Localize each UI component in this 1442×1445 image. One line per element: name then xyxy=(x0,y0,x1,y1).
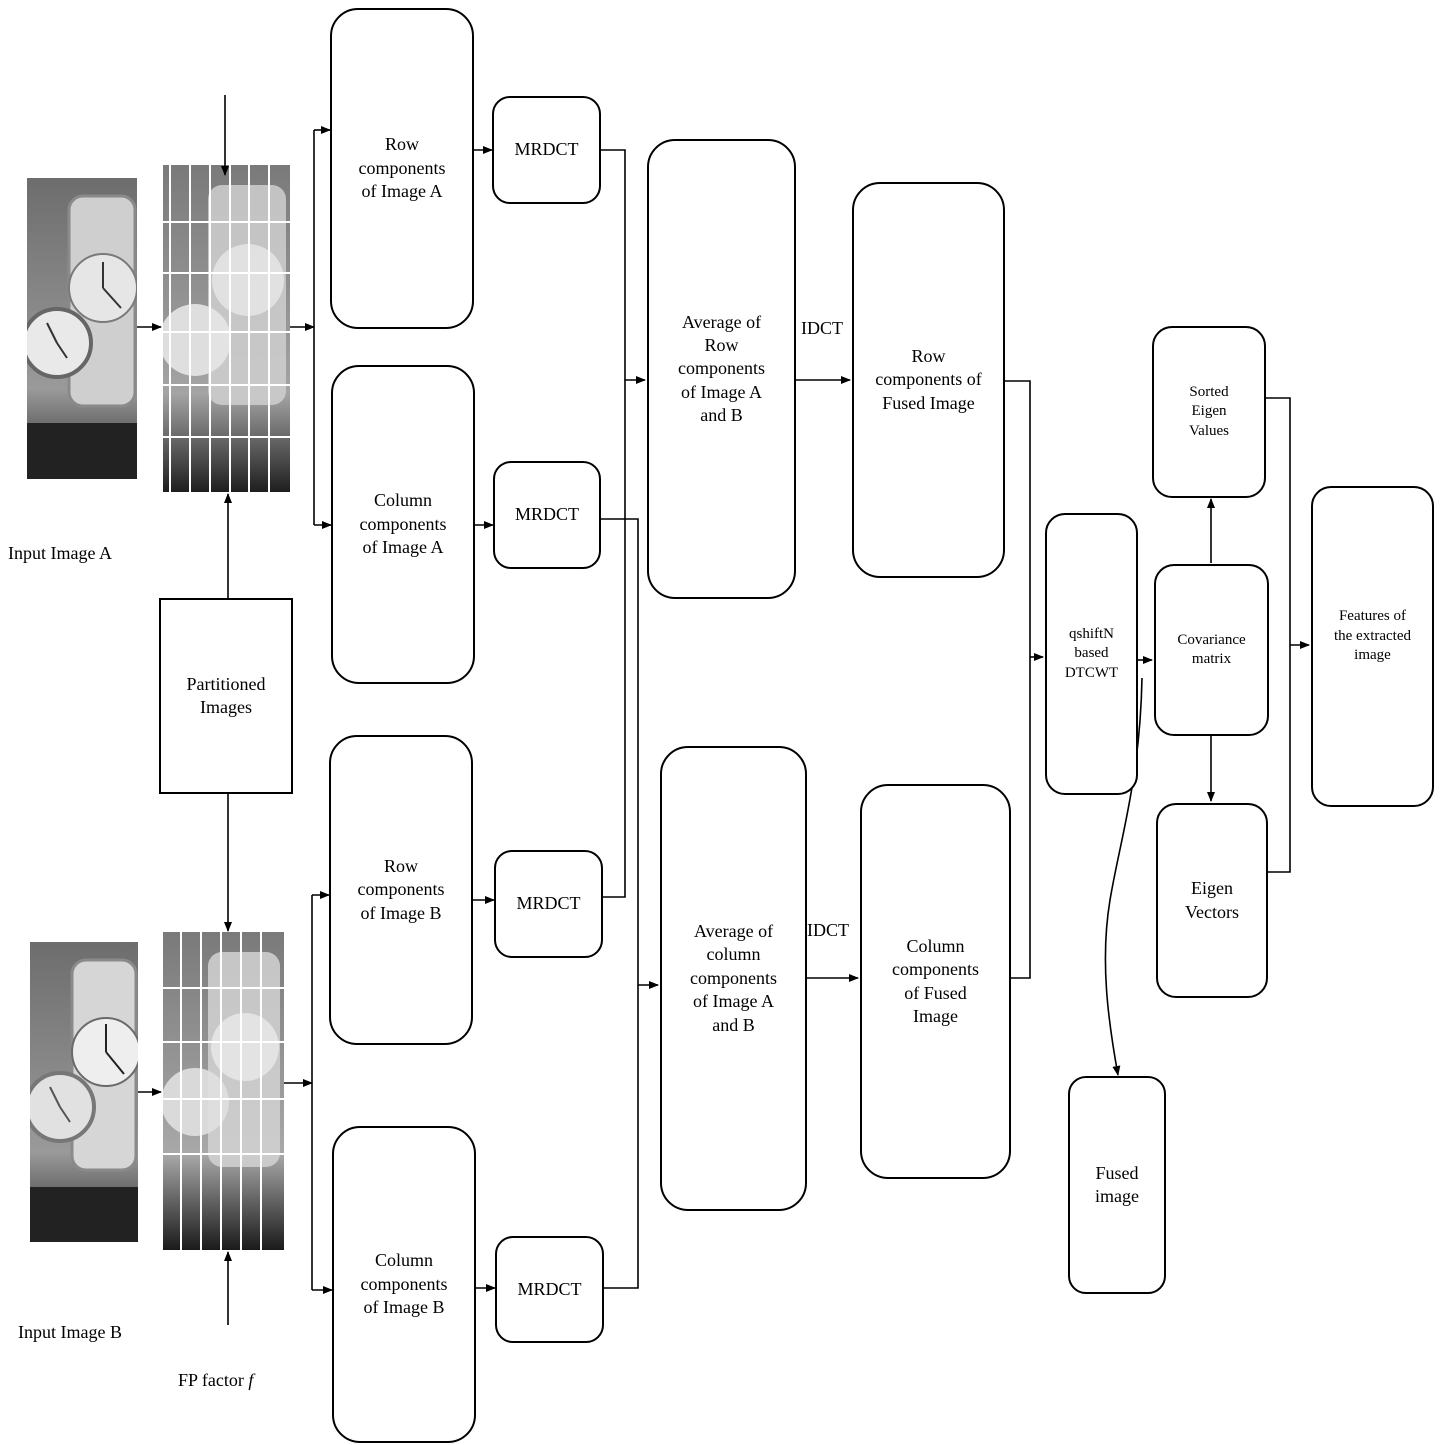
column-components-a-box: Column components of Image A xyxy=(331,365,475,684)
input-image-b xyxy=(30,942,138,1242)
eigen-vectors-box: Eigen Vectors xyxy=(1156,803,1268,998)
row-fused-label: Row components of Fused Image xyxy=(875,345,982,413)
partitioned-image-b xyxy=(163,932,284,1250)
row-fused-box: Row components of Fused Image xyxy=(852,182,1005,578)
partitioned-image-a xyxy=(163,165,290,492)
average-column-box: Average of column components of Image A … xyxy=(660,746,807,1211)
covariance-label: Covariance matrix xyxy=(1177,631,1246,668)
features-box: Features of the extracted image xyxy=(1311,486,1434,807)
mrdct-box-1: MRDCT xyxy=(492,96,601,204)
sorted-eigen-box: Sorted Eigen Values xyxy=(1152,326,1266,498)
average-column-label: Average of column components of Image A … xyxy=(690,921,777,1035)
dtcwt-label: qshiftN based DTCWT xyxy=(1064,625,1119,681)
row-components-a-box: Row components of Image A xyxy=(330,8,474,329)
fp-factor-label: FP factor f xyxy=(178,1370,253,1391)
input-image-b-label: Input Image B xyxy=(18,1322,122,1342)
idct-label-bottom: IDCT xyxy=(807,920,849,940)
fused-image-label: Fused image xyxy=(1095,1162,1139,1206)
mrdct-box-4: MRDCT xyxy=(495,1236,604,1343)
mrdct-label: MRDCT xyxy=(517,1278,582,1299)
eigen-vectors-label: Eigen Vectors xyxy=(1185,878,1239,922)
row-components-a-label: Row components of Image A xyxy=(358,134,446,202)
partitioned-images-box: Partitioned Images xyxy=(159,598,293,794)
fp-factor-variable: f xyxy=(248,1370,254,1390)
input-image-a-label: Input Image A xyxy=(8,543,112,563)
mrdct-box-3: MRDCT xyxy=(494,850,603,958)
column-components-a-label: Column components of Image A xyxy=(359,490,447,558)
covariance-box: Covariance matrix xyxy=(1154,564,1269,736)
features-label: Features of the extracted image xyxy=(1333,608,1412,664)
mrdct-label: MRDCT xyxy=(514,504,579,525)
partitioned-images-label: Partitioned Images xyxy=(186,673,266,717)
input-image-a xyxy=(27,178,137,479)
mrdct-label: MRDCT xyxy=(514,139,579,160)
mrdct-label: MRDCT xyxy=(516,893,581,914)
sorted-eigen-label: Sorted Eigen Values xyxy=(1189,383,1229,439)
dtcwt-box: qshiftN based DTCWT xyxy=(1045,513,1138,795)
fp-factor-text: FP factor xyxy=(178,1370,249,1390)
average-row-box: Average of Row components of Image A and… xyxy=(647,139,796,599)
column-components-b-box: Column components of Image B xyxy=(332,1126,476,1443)
mrdct-box-2: MRDCT xyxy=(493,461,601,569)
row-components-b-label: Row components of Image B xyxy=(357,855,445,923)
idct-label-top: IDCT xyxy=(801,318,843,338)
average-row-label: Average of Row components of Image A and… xyxy=(678,311,765,426)
row-components-b-box: Row components of Image B xyxy=(329,735,473,1045)
column-fused-box: Column components of Fused Image xyxy=(860,784,1011,1179)
column-components-b-label: Column components of Image B xyxy=(360,1250,448,1318)
fused-image-box: Fused image xyxy=(1068,1076,1166,1294)
column-fused-label: Column components of Fused Image xyxy=(892,935,979,1026)
